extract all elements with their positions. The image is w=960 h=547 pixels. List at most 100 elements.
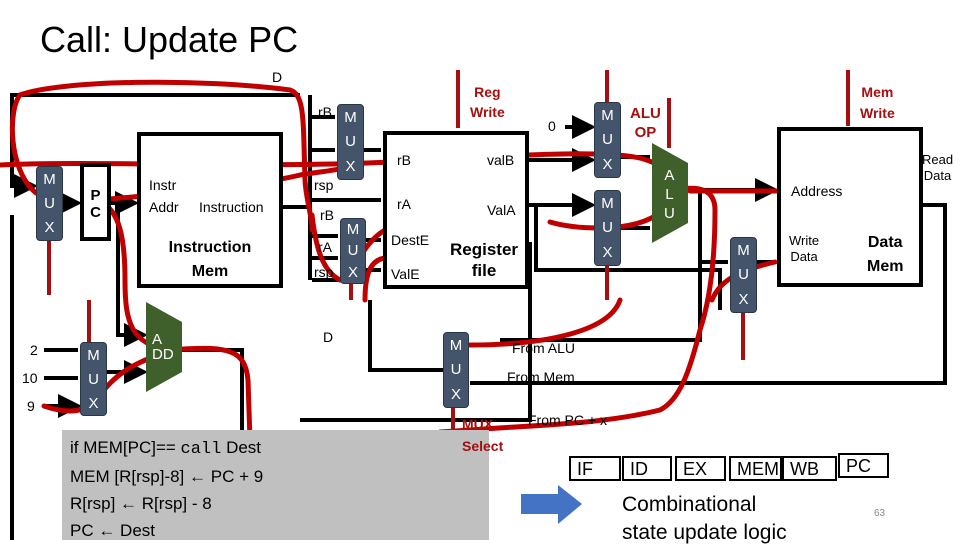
inc-input-10: 10 <box>22 370 38 386</box>
mux-letter: X <box>602 156 613 174</box>
title-line: file <box>471 261 497 280</box>
const-zero: 0 <box>548 118 556 134</box>
label-line: ALU <box>630 105 661 122</box>
label-line: Write <box>789 233 820 248</box>
inc-input-9: 9 <box>27 398 35 414</box>
from-alu-label: From ALU <box>512 340 576 356</box>
control-pc-mux <box>47 240 745 360</box>
mux-letter: M <box>601 194 614 212</box>
wire-readdata <box>470 203 947 385</box>
blue-arrow-icon <box>521 485 582 524</box>
annotation-loop-top <box>9 79 315 233</box>
mux-letter: X <box>738 291 749 309</box>
regmux-rsp: rsp <box>314 177 334 193</box>
mux-letter: M <box>87 346 100 364</box>
alu-op-label: ALU OP <box>630 104 661 142</box>
mux-letter: X <box>602 244 613 262</box>
mux-letter: M <box>344 108 357 126</box>
wire-pcx <box>300 242 532 422</box>
mux-letter: U <box>345 133 356 151</box>
inc-input-2: 2 <box>30 342 38 358</box>
mux-letter: U <box>44 194 55 212</box>
code-text: if MEM[PC]== <box>70 438 181 457</box>
addr-label: Addr <box>149 199 179 215</box>
mux-letter: X <box>347 263 358 281</box>
destmux-rsp: rsp <box>314 264 334 280</box>
code-line-3: R[rsp] ← R[rsp] - 8 <box>70 494 212 513</box>
from-mem-label: From Mem <box>507 369 575 385</box>
stage-ex: EX <box>675 456 726 481</box>
mux-letter: U <box>738 266 749 284</box>
dm-address: Address <box>791 183 843 199</box>
stage-if: IF <box>569 456 621 481</box>
label-line: Mem <box>861 84 894 100</box>
label-line: Data <box>923 168 952 183</box>
rf-vale: ValE <box>391 266 420 282</box>
rf-title: Register file <box>443 239 525 281</box>
instr-label: Instr <box>149 177 177 193</box>
wire-wb-out <box>368 300 443 372</box>
annotation-pc-to-add <box>97 199 253 443</box>
rf-valb: valB <box>487 152 515 168</box>
mux-letter: U <box>602 131 613 149</box>
title-line: Mem <box>867 258 904 275</box>
mux-letter: M <box>601 106 614 124</box>
mux-letter: X <box>88 394 99 412</box>
code-line-1: if MEM[PC]== call Dest <box>70 434 481 463</box>
annotation-alu-out <box>437 185 718 435</box>
label-line: Data <box>790 249 818 264</box>
instruction-label: Instruction <box>199 199 264 215</box>
stage-wb: WB <box>782 456 837 481</box>
pc-letter: P <box>90 187 101 204</box>
mux-letter: U <box>602 219 613 237</box>
stage-id: ID <box>622 456 672 481</box>
wire-regmux-in <box>312 115 338 282</box>
mux-letter: M <box>737 241 750 259</box>
wire-mux-alu <box>620 155 650 230</box>
destmux-ra: rA <box>318 239 332 255</box>
label-line: OP <box>634 124 657 141</box>
adder-letter: DD <box>152 346 174 363</box>
alu-letter: A <box>664 167 675 184</box>
title-line: Mem <box>191 263 229 280</box>
rf-deste: DestE <box>391 232 430 248</box>
wire-regmux-out <box>312 148 381 272</box>
code-line-2: MEM [R[rsp]-8] ← PC + 9 <box>70 467 264 486</box>
label-d-mid: D <box>323 329 334 345</box>
from-pcx-label: From PC + x <box>528 412 607 428</box>
label-line: Read <box>922 152 954 167</box>
legend-line: Combinational <box>622 493 757 516</box>
mux-letter: U <box>347 242 359 260</box>
code-box: if MEM[PC]== call Dest MEM [R[rsp]-8] ← … <box>62 430 489 540</box>
mux-letter: X <box>345 158 356 176</box>
title-line: Instruction <box>168 239 252 256</box>
regmux-rb: rB <box>318 104 332 120</box>
title-line: Register <box>449 240 519 259</box>
alu-letter: U <box>664 205 675 222</box>
code-keyword: call <box>180 440 222 459</box>
rf-vala: ValA <box>487 202 516 218</box>
label-line: Write <box>470 104 505 120</box>
mux-letter: M <box>346 221 360 239</box>
label-line: Reg <box>474 84 501 100</box>
mux-letter: M <box>449 336 463 354</box>
destmux-rb: rB <box>320 207 334 223</box>
label-line: MUX <box>462 416 494 432</box>
